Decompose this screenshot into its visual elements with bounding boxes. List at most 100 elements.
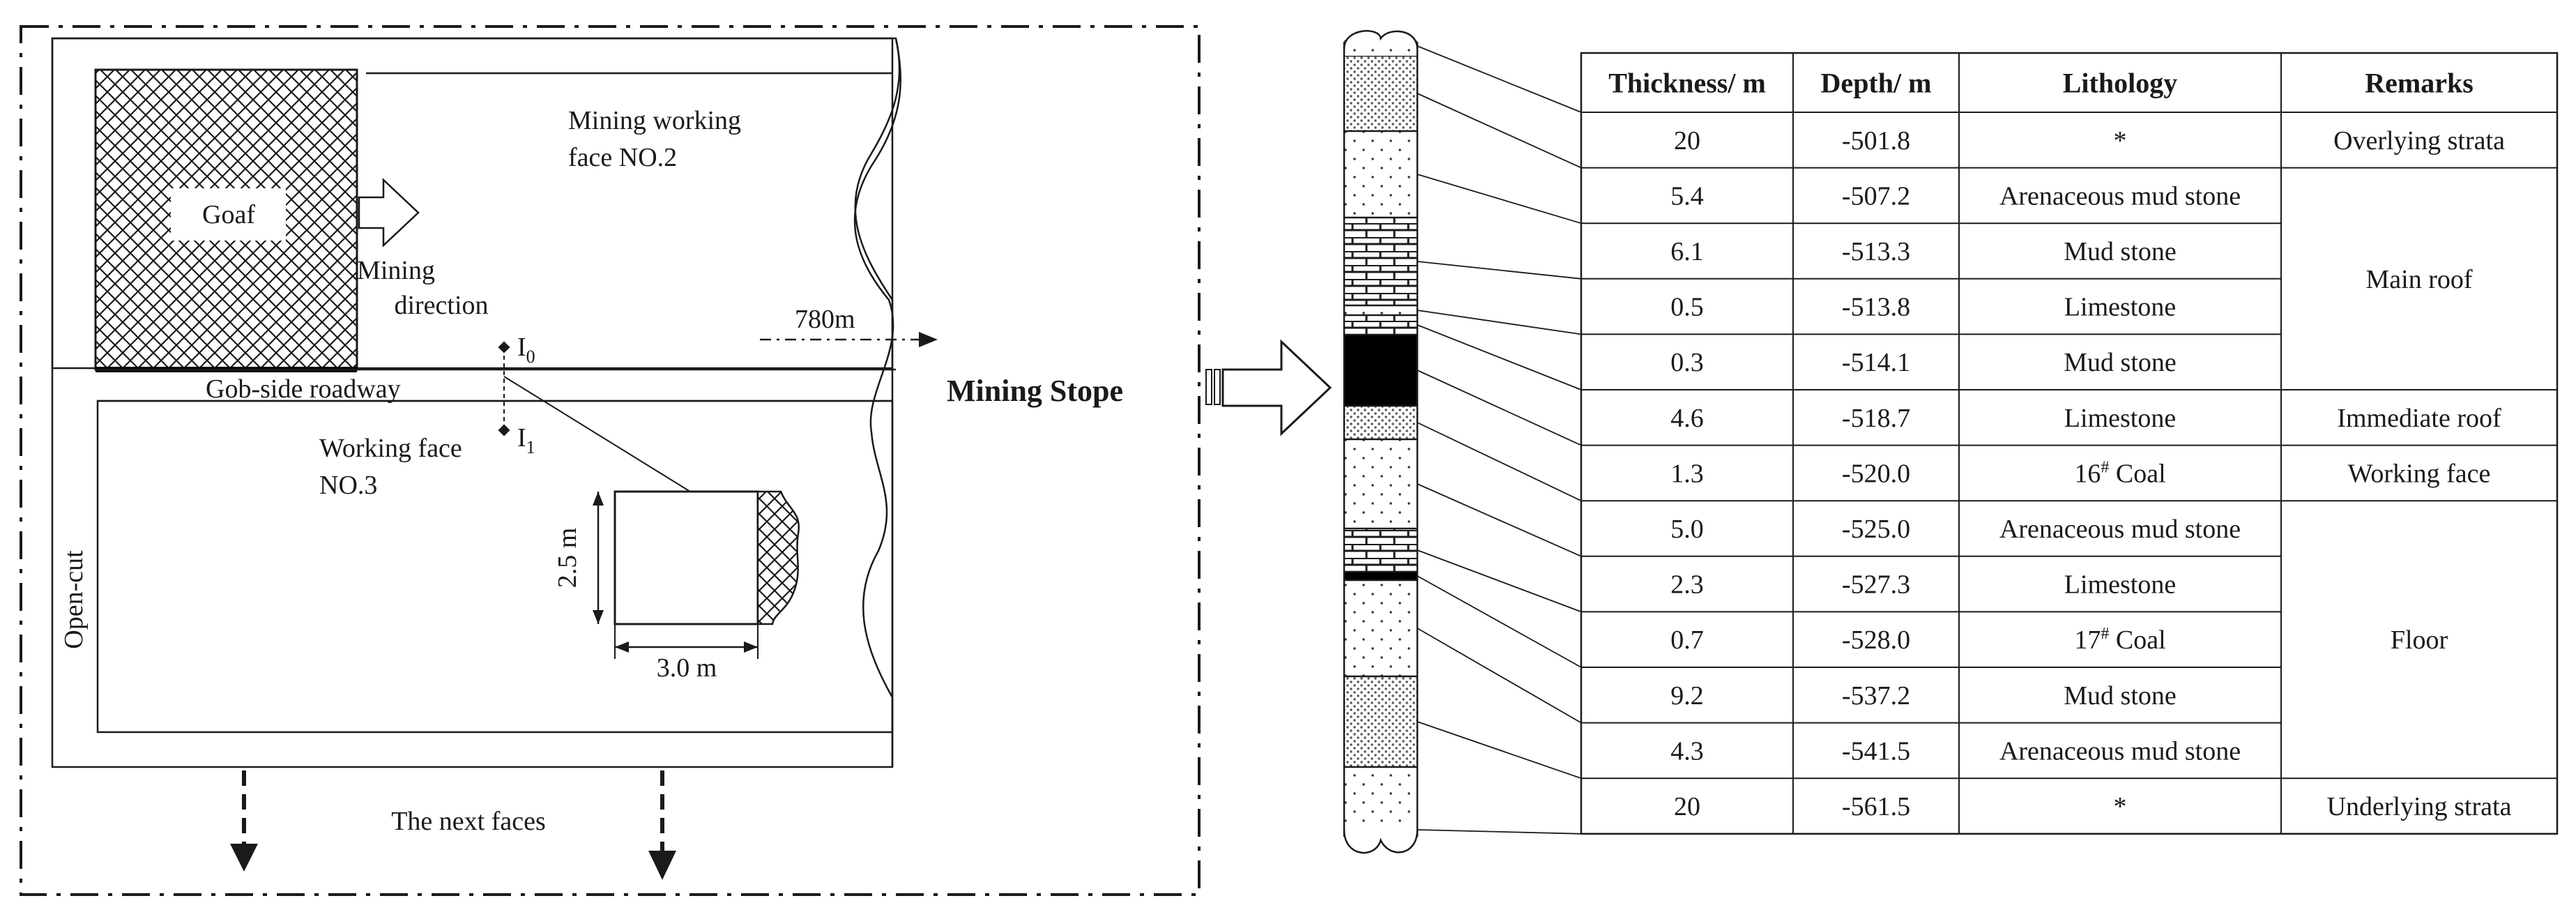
point-i0-label: I0 bbox=[517, 333, 535, 367]
depth-cell: -514.1 bbox=[1842, 348, 1910, 377]
table-header-cell: Lithology bbox=[2063, 68, 2177, 99]
point-i1-marker bbox=[498, 424, 510, 436]
strata-layer bbox=[1344, 131, 1417, 218]
strata-layer bbox=[1344, 572, 1417, 580]
mining-direction-label-2: direction bbox=[394, 291, 488, 320]
thickness-cell: 20 bbox=[1674, 126, 1700, 155]
face3-label-1: Working face bbox=[319, 434, 462, 463]
height-arrow-bottom bbox=[593, 610, 604, 624]
strata-leader bbox=[1417, 324, 1582, 390]
next-faces-label: The next faces bbox=[391, 807, 546, 836]
thickness-cell: 2.3 bbox=[1670, 570, 1704, 600]
strata-column bbox=[1343, 30, 1419, 854]
lithology-cell: 16# Coal bbox=[2074, 458, 2165, 488]
strata-table: Thickness/ m Depth/ m Lithology Remarks 20 -5… bbox=[1580, 52, 2559, 835]
height-arrow-top bbox=[593, 492, 604, 506]
strata-layer bbox=[1344, 676, 1417, 767]
dash-dot-frame bbox=[20, 25, 1201, 896]
table-row: 20 -501.8 * bbox=[1674, 126, 2127, 155]
strata-layer bbox=[1344, 767, 1417, 826]
strata-layer bbox=[1344, 218, 1417, 305]
plan-view: Goaf Mining direction Mining working fac… bbox=[20, 25, 1201, 896]
distance-label: 780m bbox=[795, 305, 855, 334]
depth-cell: -527.3 bbox=[1842, 570, 1910, 600]
strata-leader bbox=[1417, 483, 1582, 557]
mining-direction-arrow bbox=[358, 178, 420, 248]
stope-label: Mining Stope bbox=[947, 374, 1123, 408]
strata-layer bbox=[1344, 580, 1417, 676]
strata-layer bbox=[1344, 315, 1417, 335]
lithology-cell: Limestone bbox=[2064, 570, 2176, 600]
strata-leader bbox=[1417, 628, 1582, 724]
remark-cell: Working face bbox=[2348, 459, 2491, 488]
roadway-label: Gob-side roadway bbox=[206, 374, 401, 404]
remark-cell: Floor bbox=[2391, 625, 2448, 655]
width-arrow-right bbox=[744, 641, 758, 653]
point-i0-marker bbox=[498, 341, 510, 354]
width-arrow-left bbox=[615, 641, 629, 653]
next-face-arrow-left-head bbox=[230, 844, 258, 872]
open-cut-label: Open-cut bbox=[59, 550, 89, 649]
table-row: 2.3 -527.3 Limestone bbox=[1670, 570, 2176, 600]
depth-cell: -541.5 bbox=[1842, 736, 1910, 766]
table-row: 0.3 -514.1 Mud stone bbox=[1670, 348, 2177, 377]
column-break-top bbox=[1343, 30, 1419, 50]
strata-leader bbox=[1417, 45, 1582, 113]
strata-leader bbox=[1417, 93, 1582, 169]
strata-leader bbox=[1417, 261, 1582, 280]
thickness-cell: 0.7 bbox=[1670, 625, 1704, 655]
depth-cell: -520.0 bbox=[1842, 459, 1910, 488]
strata-leaders bbox=[1417, 45, 1582, 835]
table-header-cell: Depth/ m bbox=[1821, 68, 1932, 99]
thickness-cell: 9.2 bbox=[1670, 681, 1704, 711]
remark-cell: Main roof bbox=[2365, 265, 2472, 294]
thickness-cell: 0.3 bbox=[1670, 348, 1704, 377]
lithology-cell: Mud stone bbox=[2064, 237, 2177, 266]
strata-layer bbox=[1344, 439, 1417, 529]
strata-leader bbox=[1417, 721, 1582, 780]
face2-outline bbox=[51, 37, 901, 370]
lithology-cell: * bbox=[2114, 126, 2127, 155]
lithology-cell: Arenaceous mud stone bbox=[1999, 515, 2241, 544]
strata-leader bbox=[1417, 422, 1582, 502]
thickness-cell: 4.3 bbox=[1670, 736, 1704, 766]
wavy-boundary bbox=[853, 38, 902, 767]
table-header-cell: Remarks bbox=[2365, 68, 2474, 99]
depth-cell: -513.3 bbox=[1842, 237, 1910, 266]
thickness-cell: 5.4 bbox=[1670, 181, 1704, 211]
strata-layer bbox=[1344, 305, 1417, 315]
strata-layer bbox=[1344, 406, 1417, 439]
thickness-cell: 20 bbox=[1674, 792, 1700, 821]
thickness-cell: 5.0 bbox=[1670, 515, 1704, 544]
lithology-cell: Mud stone bbox=[2064, 348, 2177, 377]
mining-direction-label-1: Mining bbox=[357, 256, 435, 285]
depth-cell: -507.2 bbox=[1842, 181, 1910, 211]
strata-leader bbox=[1417, 174, 1582, 225]
depth-cell: -518.7 bbox=[1842, 404, 1910, 433]
strata-leader bbox=[1417, 370, 1582, 446]
section-box bbox=[613, 490, 759, 625]
table-row: 5.4 -507.2 Arenaceous mud stone bbox=[1670, 181, 2241, 211]
lithology-cell: Arenaceous mud stone bbox=[1999, 181, 2241, 211]
table-header-cell: Thickness/ m bbox=[1608, 68, 1766, 99]
depth-cell: -501.8 bbox=[1842, 126, 1910, 155]
lithology-cell: Limestone bbox=[2064, 293, 2176, 322]
lithology-cell: * bbox=[2114, 792, 2127, 821]
detail-leader bbox=[503, 376, 691, 492]
height-label: 2.5 m bbox=[553, 528, 582, 588]
strata-layer bbox=[1344, 56, 1417, 131]
remark-cell: Immediate roof bbox=[2337, 404, 2501, 433]
strata-leader bbox=[1417, 829, 1582, 835]
width-label: 3.0 m bbox=[657, 653, 717, 683]
face3-label-2: NO.3 bbox=[319, 471, 377, 500]
lithology-cell: 17# Coal bbox=[2074, 625, 2165, 655]
strata-leader bbox=[1417, 310, 1582, 335]
